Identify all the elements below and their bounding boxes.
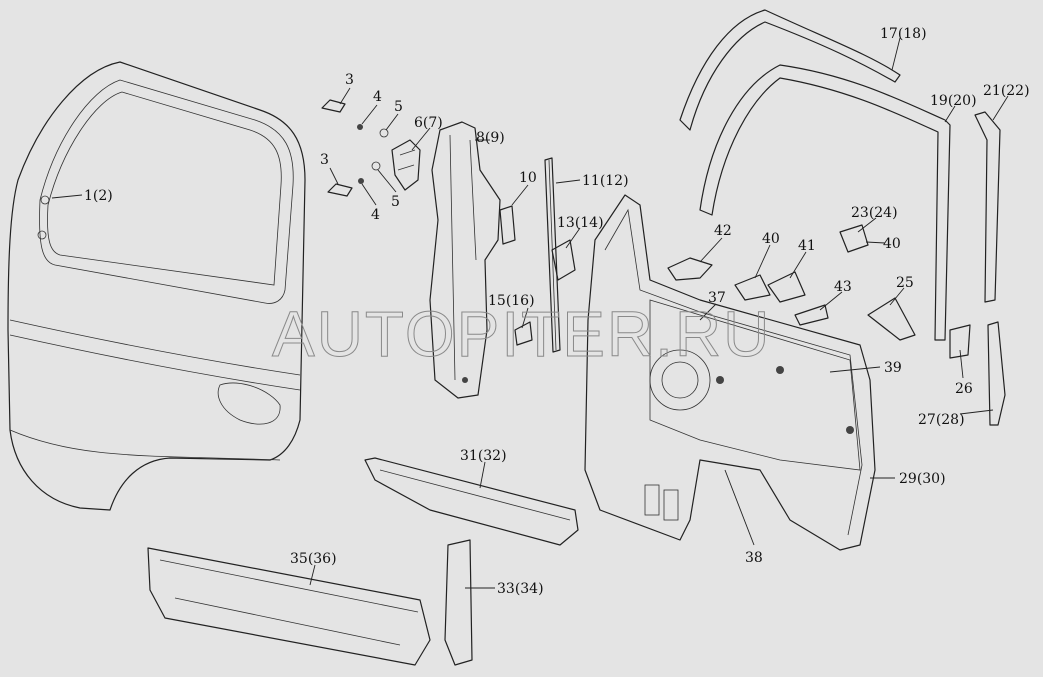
callout-label: 3 bbox=[345, 72, 354, 88]
callout-label: 13(14) bbox=[557, 215, 604, 231]
door-inner-panel-part bbox=[584, 194, 876, 551]
watermark: AUTOPITER.RU bbox=[272, 298, 771, 370]
callout-label: 26 bbox=[955, 381, 973, 397]
callout-label: 8(9) bbox=[476, 130, 505, 146]
callout-label: 41 bbox=[798, 238, 816, 254]
callout-label: 10 bbox=[519, 170, 537, 186]
callout-label: 1(2) bbox=[84, 188, 113, 204]
callout-label: 4 bbox=[373, 89, 382, 105]
moulding-parts bbox=[679, 9, 1006, 426]
pillar-part bbox=[429, 121, 516, 399]
callout-labels: 3 4 5 6(7) 8(9) 3 4 5 1(2) 10 11(12) 13(… bbox=[84, 26, 1030, 597]
side-panel-part bbox=[7, 61, 306, 511]
callout-label: 39 bbox=[884, 360, 902, 376]
callout-label: 15(16) bbox=[488, 293, 535, 309]
callout-label: 31(32) bbox=[460, 448, 507, 464]
callout-label: 11(12) bbox=[582, 173, 629, 189]
callout-label: 19(20) bbox=[930, 93, 977, 109]
callout-label: 25 bbox=[896, 275, 914, 291]
callout-label: 17(18) bbox=[880, 26, 927, 42]
callout-label: 29(30) bbox=[899, 471, 946, 487]
callout-label: 27(28) bbox=[918, 412, 965, 428]
hinge-parts bbox=[321, 99, 421, 197]
callout-label: 5 bbox=[394, 99, 403, 115]
callout-label: 40 bbox=[883, 236, 901, 252]
callout-label: 6(7) bbox=[414, 115, 443, 131]
callout-label: 37 bbox=[708, 290, 726, 306]
callout-label: 33(34) bbox=[497, 581, 544, 597]
callout-label: 23(24) bbox=[851, 205, 898, 221]
leader-lines bbox=[51, 37, 1009, 589]
bracket-parts bbox=[667, 224, 916, 341]
callout-label: 43 bbox=[834, 279, 852, 295]
callout-label: 40 bbox=[762, 231, 780, 247]
reinforcement-parts bbox=[147, 457, 579, 666]
callout-label: 5 bbox=[391, 194, 400, 210]
callout-label: 42 bbox=[714, 223, 732, 239]
callout-label: 4 bbox=[371, 207, 380, 223]
callout-label: 3 bbox=[320, 152, 329, 168]
callout-label: 21(22) bbox=[983, 83, 1030, 99]
glass-channel-part bbox=[514, 157, 576, 353]
callout-label: 35(36) bbox=[290, 551, 337, 567]
callout-label: 38 bbox=[745, 550, 763, 566]
